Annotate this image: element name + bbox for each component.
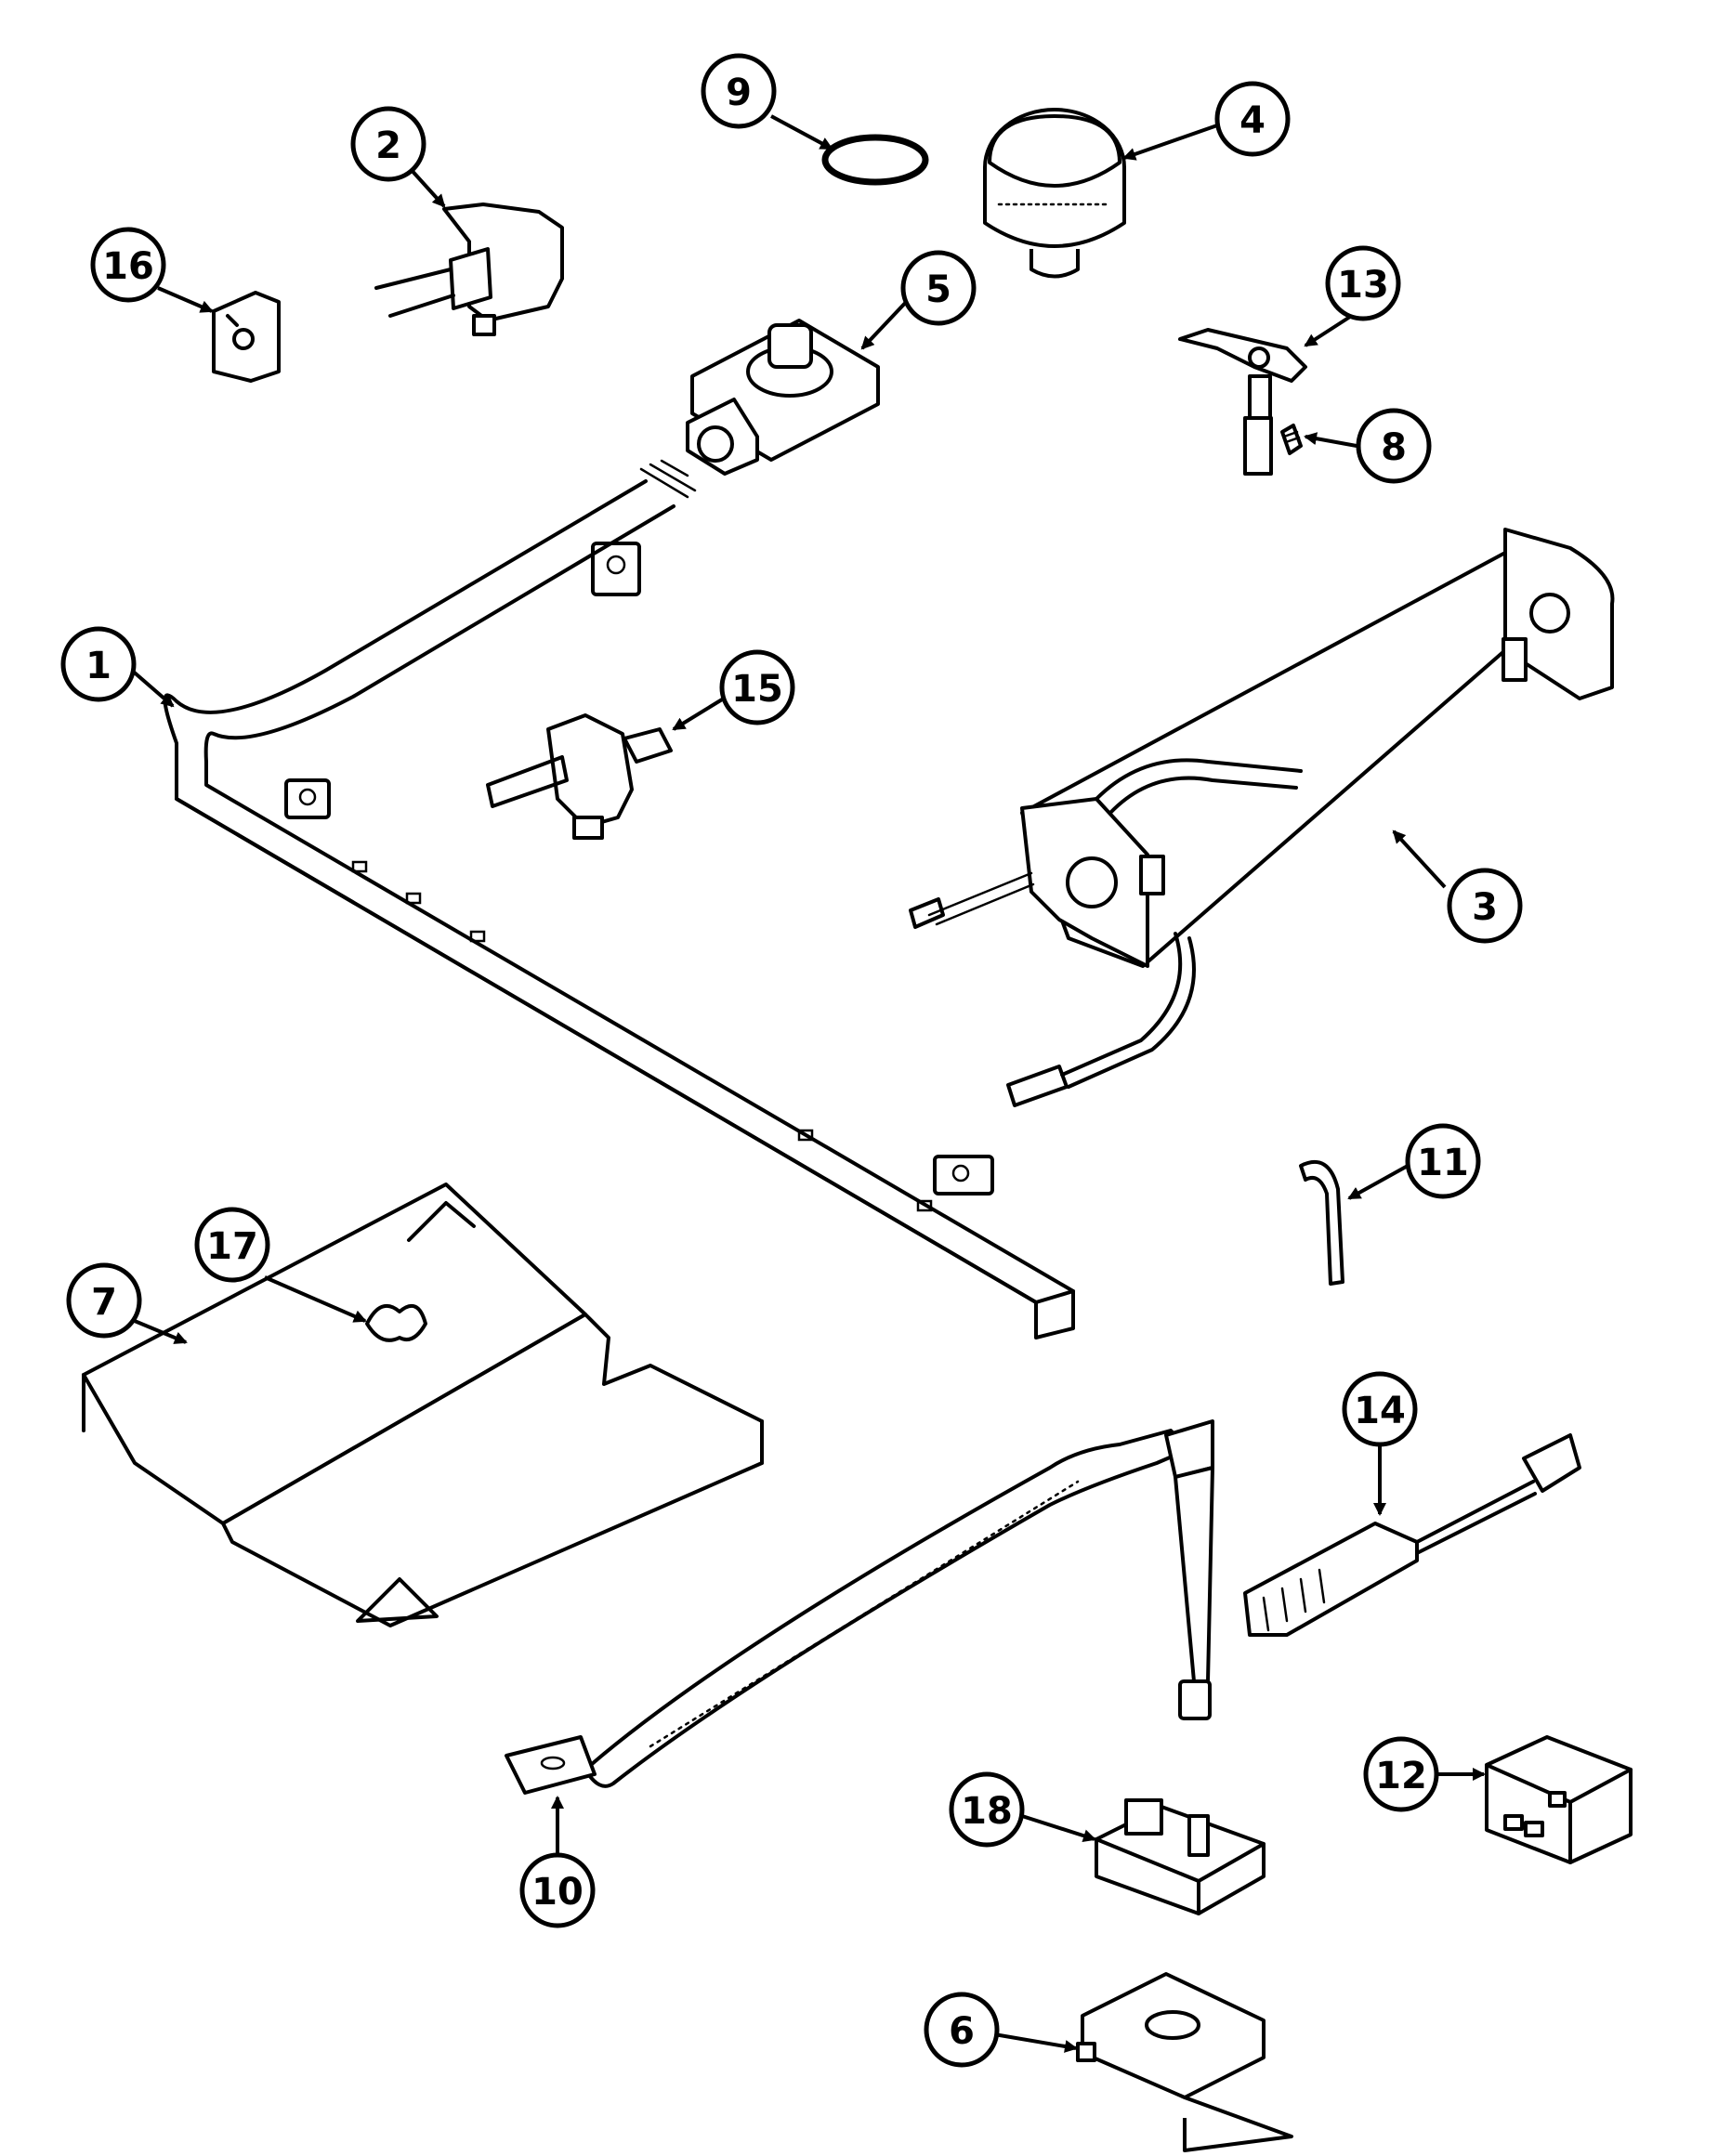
callout-3: 3 xyxy=(1447,868,1523,944)
callout-14: 14 xyxy=(1342,1371,1418,1447)
svg-text:15: 15 xyxy=(731,668,783,711)
leader-5 xyxy=(860,295,912,350)
pressure-regulator-part xyxy=(686,319,880,476)
clip-part xyxy=(212,291,281,383)
thermostat-valve-part xyxy=(486,713,673,840)
mounting-bracket-part xyxy=(1076,1972,1293,2152)
leader-7 xyxy=(129,1317,188,1344)
leader-15 xyxy=(672,695,728,731)
svg-text:16: 16 xyxy=(102,245,154,288)
svg-text:3: 3 xyxy=(1472,886,1498,929)
callout-13: 13 xyxy=(1325,245,1401,321)
burner-valve-part xyxy=(374,203,564,336)
callout-4: 4 xyxy=(1214,81,1291,157)
svg-text:9: 9 xyxy=(726,72,752,114)
svg-text:13: 13 xyxy=(1337,264,1389,307)
leader-2 xyxy=(407,165,446,208)
callout-9: 9 xyxy=(701,53,777,129)
callout-2: 2 xyxy=(350,106,426,182)
svg-text:4: 4 xyxy=(1239,99,1266,142)
leader-4 xyxy=(1122,124,1218,161)
short-tube-part xyxy=(1299,1160,1344,1286)
callout-18: 18 xyxy=(949,1771,1025,1848)
svg-text:2: 2 xyxy=(375,124,401,167)
svg-text:8: 8 xyxy=(1381,426,1407,469)
o-ring-part xyxy=(821,134,929,186)
broiler-deflector-part xyxy=(82,1183,764,1627)
manifold-tube-part xyxy=(163,459,1075,1339)
leader-18 xyxy=(1021,1814,1096,1843)
svg-text:11: 11 xyxy=(1417,1142,1469,1184)
leader-11 xyxy=(1347,1164,1409,1200)
pressure-switch-part xyxy=(1095,1798,1266,1915)
leader-17 xyxy=(264,1275,367,1323)
leader-16 xyxy=(157,286,214,313)
leader-3 xyxy=(1392,830,1447,889)
leader-1 xyxy=(128,667,175,708)
callout-10: 10 xyxy=(519,1852,596,1928)
svg-text:1: 1 xyxy=(85,645,111,687)
svg-text:7: 7 xyxy=(91,1281,117,1324)
screw-part xyxy=(1280,424,1303,455)
svg-text:5: 5 xyxy=(925,268,951,311)
callout-16: 16 xyxy=(90,227,166,303)
callout-17: 17 xyxy=(194,1207,270,1283)
leader-lines xyxy=(128,114,1486,2053)
svg-text:12: 12 xyxy=(1375,1755,1427,1797)
svg-text:6: 6 xyxy=(949,2010,975,2053)
callout-6: 6 xyxy=(924,1992,1000,2068)
oven-burner-bracket-part xyxy=(909,528,1615,1107)
leader-8 xyxy=(1304,432,1357,448)
callout-5: 5 xyxy=(900,250,977,326)
svg-text:17: 17 xyxy=(206,1225,258,1268)
igniter-bracket-part xyxy=(1178,328,1307,476)
svg-text:18: 18 xyxy=(961,1790,1013,1833)
svg-text:10: 10 xyxy=(531,1871,584,1914)
top-burner-head-part xyxy=(983,108,1126,279)
callout-1: 1 xyxy=(60,626,137,702)
callout-8: 8 xyxy=(1356,408,1432,484)
spark-module-part xyxy=(1485,1735,1633,1864)
broil-burner-part xyxy=(505,1419,1214,1795)
igniter-part xyxy=(1243,1433,1581,1637)
callout-7: 7 xyxy=(66,1262,142,1339)
svg-text:14: 14 xyxy=(1354,1390,1406,1432)
leader-9 xyxy=(770,114,833,150)
wing-nut-part xyxy=(365,1303,427,1342)
leader-6 xyxy=(993,2032,1078,2053)
callout-15: 15 xyxy=(719,649,795,725)
callout-12: 12 xyxy=(1363,1736,1439,1812)
callout-11: 11 xyxy=(1405,1123,1481,1199)
